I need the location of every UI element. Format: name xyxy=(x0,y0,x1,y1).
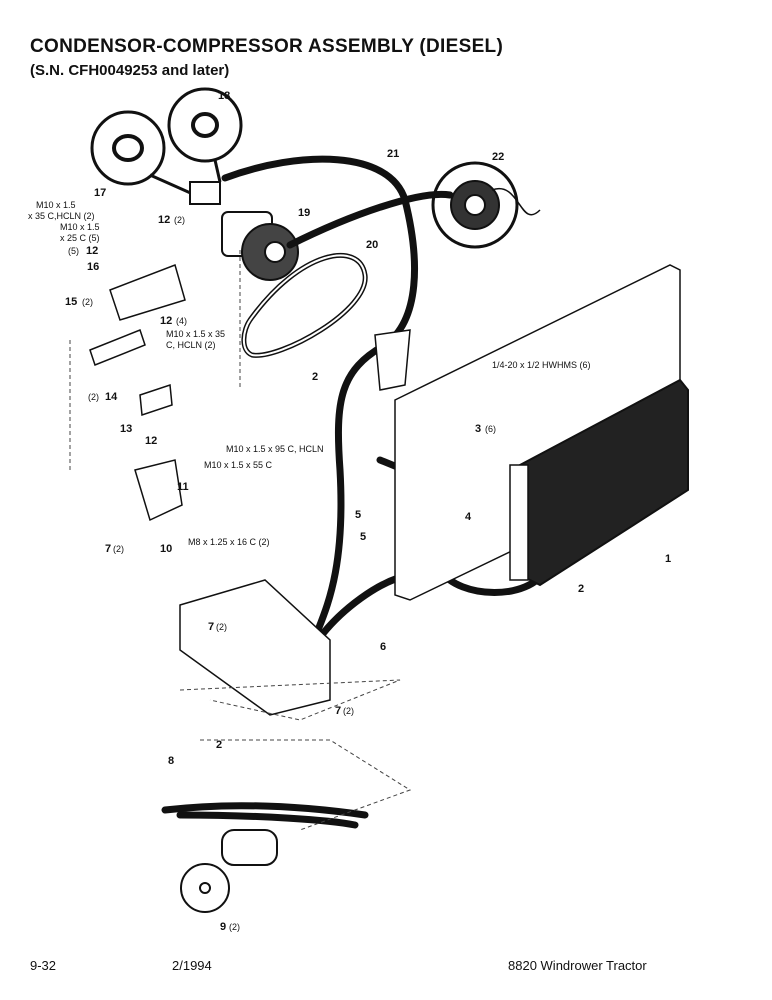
callout-7a: 7 xyxy=(105,543,111,555)
page-subtitle: (S.N. CFH0049253 and later) xyxy=(30,62,230,79)
callout-9-qty: (2) xyxy=(229,922,240,932)
callout-3: 3 xyxy=(475,423,481,435)
revision-date: 2/1994 xyxy=(172,958,212,973)
callout-14-prefix: (2) xyxy=(88,392,99,402)
spec-1a: M10 x 1.5 xyxy=(36,200,76,210)
callout-12a: 12 xyxy=(158,214,170,226)
callout-12b: 12 xyxy=(86,245,98,257)
callout-12c-qty: (4) xyxy=(176,316,187,326)
callout-2c: 2 xyxy=(216,739,222,751)
spec-2b: x 25 C (5) xyxy=(60,233,100,243)
spec-5: M10 x 1.5 x 95 C, HCLN xyxy=(226,444,324,454)
callout-2a: 2 xyxy=(578,583,584,595)
callout-11: 11 xyxy=(177,481,189,493)
callouts: 1 2 2 2 3 (6) 4 5 5 6 7 (2) 7 (2) 7 (2) … xyxy=(65,90,671,933)
spec-6: M10 x 1.5 x 55 C xyxy=(204,460,273,470)
detail-circle-22 xyxy=(431,161,541,249)
callout-3-qty: (6) xyxy=(485,424,496,434)
compressor xyxy=(189,181,299,281)
callout-6: 6 xyxy=(380,641,386,653)
callout-7b-qty: (2) xyxy=(216,622,227,632)
page-number: 9-32 xyxy=(30,958,57,973)
callout-14: 14 xyxy=(105,391,118,403)
page-title: CONDENSOR-COMPRESSOR ASSEMBLY (DIESEL) xyxy=(30,36,504,57)
detail-circle-17 xyxy=(90,110,196,197)
callout-4: 4 xyxy=(465,511,472,523)
callout-22: 22 xyxy=(492,151,504,163)
condenser xyxy=(394,264,689,601)
callout-16: 16 xyxy=(87,261,99,273)
spec-4: 1/4-20 x 1/2 HWHMS (6) xyxy=(492,360,591,370)
callout-15-qty: (2) xyxy=(82,297,93,307)
dashed-frame xyxy=(69,250,412,831)
callout-7c-qty: (2) xyxy=(343,706,354,716)
callout-5b: 5 xyxy=(360,531,366,543)
callout-7a-qty: (2) xyxy=(113,544,124,554)
callout-12b-prefix: (5) xyxy=(68,246,79,256)
brackets xyxy=(89,264,411,716)
spec-7: M8 x 1.25 x 16 C (2) xyxy=(188,537,270,547)
model-name: 8820 Windrower Tractor xyxy=(508,958,647,973)
hardware-specs: M10 x 1.5 x 35 C,HCLN (2) M10 x 1.5 x 25… xyxy=(28,200,591,547)
callout-12a-qty: (2) xyxy=(174,215,185,225)
callout-10: 10 xyxy=(160,543,172,555)
callout-5a: 5 xyxy=(355,509,361,521)
spec-3a: M10 x 1.5 x 35 xyxy=(166,329,225,339)
callout-9: 9 xyxy=(220,921,226,933)
spec-2a: M10 x 1.5 xyxy=(60,222,100,232)
callout-20: 20 xyxy=(366,239,378,251)
spec-3b: C, HCLN (2) xyxy=(166,340,216,350)
callout-7c: 7 xyxy=(335,705,341,717)
callout-17: 17 xyxy=(94,187,106,199)
receiver-drier xyxy=(180,829,278,913)
callout-18: 18 xyxy=(218,90,230,102)
callout-15: 15 xyxy=(65,296,77,308)
callout-13: 13 xyxy=(120,423,132,435)
callout-21: 21 xyxy=(387,148,399,160)
callout-19: 19 xyxy=(298,207,310,219)
spec-1b: x 35 C,HCLN (2) xyxy=(28,211,95,221)
callout-1: 1 xyxy=(665,553,671,565)
callout-12c: 12 xyxy=(160,315,172,327)
callout-2b: 2 xyxy=(312,371,318,383)
callout-12d: 12 xyxy=(145,435,157,447)
detail-circle-18 xyxy=(167,87,243,183)
callout-8: 8 xyxy=(168,755,174,767)
drive-belt xyxy=(241,252,368,358)
callout-7b: 7 xyxy=(208,621,214,633)
